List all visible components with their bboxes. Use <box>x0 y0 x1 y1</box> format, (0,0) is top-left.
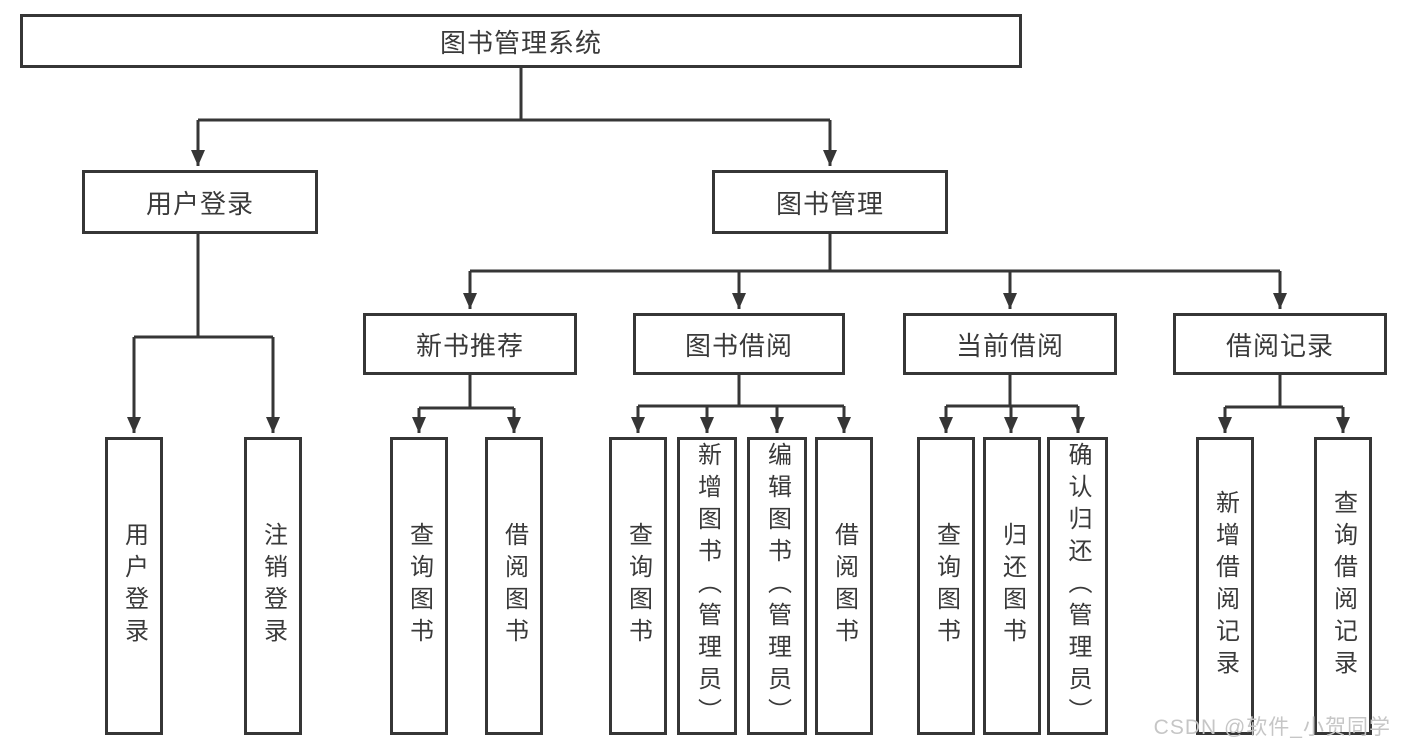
node-label: 借阅图书 <box>500 522 528 650</box>
node-current-borrowing: 当前借阅 <box>903 313 1117 375</box>
node-query-books-borrowing: 查询图书 <box>609 437 667 735</box>
node-label: 新书推荐 <box>415 330 524 361</box>
node-label: 借阅记录 <box>1225 330 1334 361</box>
node-new-book-recommend: 新书推荐 <box>363 313 577 375</box>
node-book-borrowing: 图书借阅 <box>633 313 845 375</box>
node-return-books: 归还图书 <box>983 437 1041 735</box>
node-label: 图书管理 <box>775 188 884 219</box>
node-logout: 注销登录 <box>244 437 302 735</box>
node-query-borrow-record: 查询借阅记录 <box>1314 437 1372 735</box>
node-label: 注销登录 <box>259 522 287 650</box>
node-borrowing-records: 借阅记录 <box>1173 313 1387 375</box>
node-add-books-admin: 新增图书（管理员） <box>677 437 737 735</box>
node-label: 查询图书 <box>932 522 960 650</box>
node-label: 图书管理系统 <box>439 27 602 58</box>
node-label: 编辑图书（管理员） <box>763 442 791 730</box>
node-borrow-books-recommend: 借阅图书 <box>485 437 543 735</box>
node-label: 借阅图书 <box>830 522 858 650</box>
node-query-books-current: 查询图书 <box>917 437 975 735</box>
node-borrow-books-borrowing: 借阅图书 <box>815 437 873 735</box>
node-user-login: 用户登录 <box>82 170 318 234</box>
node-label: 用户登录 <box>120 522 148 650</box>
node-label: 新增图书（管理员） <box>693 442 721 730</box>
node-label: 确认归还（管理员） <box>1064 442 1091 730</box>
node-user-login-leaf: 用户登录 <box>105 437 163 735</box>
node-edit-books-admin: 编辑图书（管理员） <box>747 437 807 735</box>
node-confirm-return-admin: 确认归还（管理员） <box>1047 437 1108 735</box>
node-query-books-recommend: 查询图书 <box>390 437 448 735</box>
node-add-borrow-record: 新增借阅记录 <box>1196 437 1254 735</box>
csdn-watermark: CSDN @软件_小贺同学 <box>1153 716 1391 739</box>
node-label: 查询借阅记录 <box>1329 490 1357 682</box>
node-label: 新增借阅记录 <box>1211 490 1239 682</box>
node-label: 当前借阅 <box>955 330 1064 361</box>
node-label: 查询图书 <box>624 522 652 650</box>
node-book-management: 图书管理 <box>712 170 948 234</box>
node-library-management-system: 图书管理系统 <box>20 14 1022 68</box>
node-label: 查询图书 <box>405 522 433 650</box>
node-label: 归还图书 <box>998 522 1026 650</box>
node-label: 用户登录 <box>145 188 254 219</box>
node-label: 图书借阅 <box>684 330 793 361</box>
